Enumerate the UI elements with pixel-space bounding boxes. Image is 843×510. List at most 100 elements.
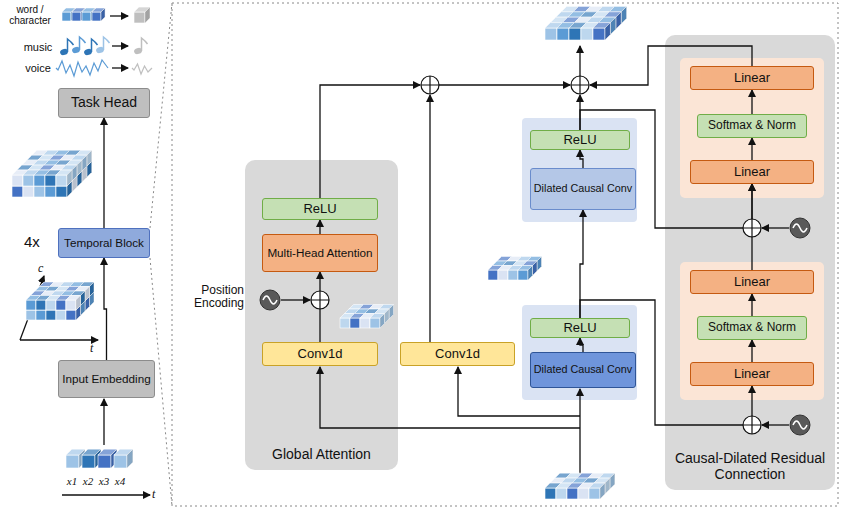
cube-face xyxy=(66,455,79,468)
wire xyxy=(439,84,570,85)
linear-box: Linear xyxy=(690,362,814,386)
text-label: c xyxy=(38,262,50,275)
cube-side xyxy=(600,483,605,499)
activation-box: ReLU xyxy=(262,198,378,220)
detail-frame xyxy=(172,3,838,506)
node-label: Dilated Causal Conv xyxy=(534,364,632,376)
cube-side xyxy=(380,314,385,329)
node-label: Temporal Block xyxy=(64,237,144,250)
cube-shade xyxy=(605,478,610,494)
cube-side xyxy=(605,478,610,494)
cube-side xyxy=(82,155,87,171)
cube-face xyxy=(545,28,557,40)
connector xyxy=(751,90,752,114)
cube xyxy=(65,297,80,312)
cube-shade xyxy=(610,17,615,34)
node-label: Linear xyxy=(734,367,770,381)
group-box: Causal-Dilated Residual ConnectionLinear… xyxy=(665,35,835,490)
text-label: x3 xyxy=(96,475,112,487)
cube-shade xyxy=(90,282,95,297)
cube-face xyxy=(23,186,34,197)
node-label: Softmax & Norm xyxy=(708,119,796,132)
node-label: ReLU xyxy=(563,133,596,147)
text-label: t xyxy=(152,488,164,501)
norm-box: Softmax & Norm xyxy=(697,114,807,138)
cube-shade xyxy=(605,23,610,40)
cube-face xyxy=(66,310,76,320)
cube-face xyxy=(72,12,81,21)
cube xyxy=(92,8,105,21)
wire xyxy=(762,227,789,228)
cube-face xyxy=(34,175,45,186)
wire xyxy=(429,95,430,342)
cube-side xyxy=(621,6,626,23)
cube-shade xyxy=(380,314,385,329)
cube-side xyxy=(605,23,610,40)
text-label: music xyxy=(20,41,56,53)
node-label: Task Head xyxy=(71,95,137,110)
voice-wave xyxy=(132,64,152,74)
node-label: Conv1d xyxy=(435,347,480,361)
connector xyxy=(751,340,752,362)
cube-face xyxy=(569,28,581,40)
cube-face xyxy=(581,28,593,40)
connector xyxy=(580,338,583,352)
cube-shade xyxy=(145,7,150,23)
cube xyxy=(134,7,150,23)
node-label: Linear xyxy=(734,165,770,179)
cube xyxy=(589,483,605,499)
connector xyxy=(103,118,104,228)
wires xyxy=(20,16,789,495)
cube-shade xyxy=(610,473,615,489)
group-heading: Global Attention xyxy=(251,447,392,462)
connector xyxy=(751,294,752,316)
linear-panel xyxy=(680,262,824,400)
cube-shade xyxy=(101,8,105,21)
cube xyxy=(56,170,72,186)
group-panel xyxy=(245,160,398,470)
cube-face xyxy=(92,12,101,21)
cube-side xyxy=(533,261,538,276)
wire xyxy=(112,67,128,68)
cube-side xyxy=(101,8,105,21)
embedding-box: Input Embedding xyxy=(58,360,155,398)
text-label: voice xyxy=(20,62,56,74)
cube-face xyxy=(360,318,370,328)
cube-face xyxy=(98,455,111,468)
block-box: Temporal Block xyxy=(58,228,150,258)
wire xyxy=(579,46,580,76)
cube-face xyxy=(114,455,127,468)
text-label: Position Encoding xyxy=(186,284,244,310)
conv-box: Dilated Causal Conv xyxy=(530,168,636,210)
cube-face xyxy=(12,186,23,197)
cube-shade xyxy=(528,266,533,281)
wire xyxy=(320,85,420,198)
cube-face xyxy=(518,270,528,280)
cube-side xyxy=(76,296,81,311)
text-label: x1 xyxy=(64,475,80,487)
cube-face xyxy=(34,186,45,197)
cube-side xyxy=(90,282,95,297)
cube-side xyxy=(85,287,90,302)
node-label: Multi-Head Attention xyxy=(267,247,372,260)
axis xyxy=(20,339,98,340)
cube-face xyxy=(45,175,56,186)
norm-box: Softmax & Norm xyxy=(697,316,807,340)
linear-box: Linear xyxy=(690,160,814,184)
connector xyxy=(319,220,320,234)
cube-shade xyxy=(67,170,72,186)
cube-face xyxy=(370,318,380,328)
music-note xyxy=(83,39,97,56)
node-label: Linear xyxy=(734,275,770,289)
cube-face xyxy=(82,455,95,468)
note-stem xyxy=(104,37,110,50)
cube-shade xyxy=(77,160,82,176)
cube-shade xyxy=(600,483,605,499)
cube-face xyxy=(350,318,360,328)
attention-box: Multi-Head Attention xyxy=(262,234,378,272)
cube-face xyxy=(82,12,91,21)
cube-face xyxy=(488,270,498,280)
cube-shade xyxy=(127,449,133,468)
note-stem xyxy=(80,37,86,50)
cube-side xyxy=(616,12,621,29)
